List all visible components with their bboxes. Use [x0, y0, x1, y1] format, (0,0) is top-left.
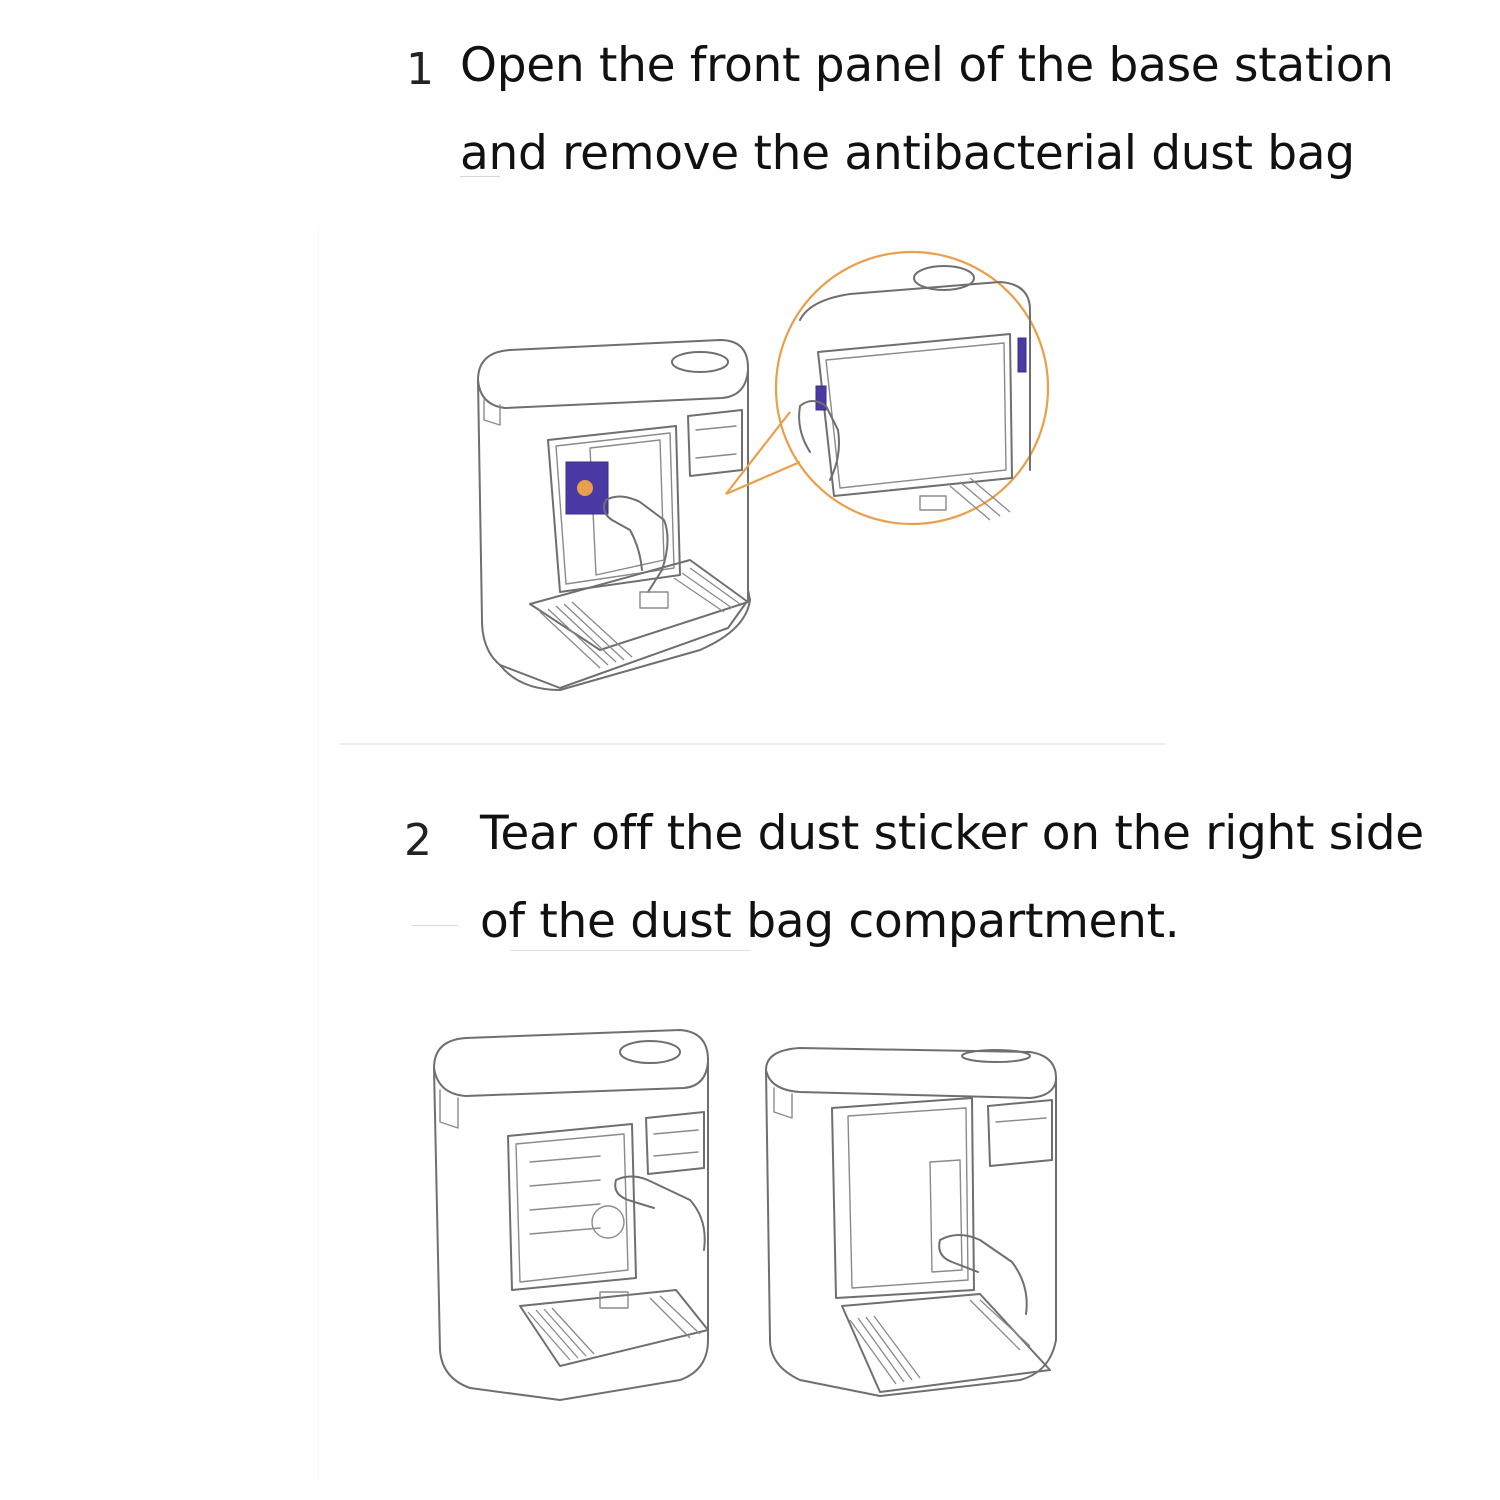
base-station-sticker-removal: [765, 1047, 1057, 1397]
decorative-mark: [412, 925, 458, 926]
section-divider: [340, 743, 1165, 745]
step-2-number: 2: [404, 815, 432, 866]
page-edge-shadow: [318, 230, 319, 1480]
decorative-mark: [460, 176, 500, 177]
base-station-open-panel: [477, 339, 751, 691]
base-station-bag-removed: [433, 1029, 709, 1401]
zoom-callout: [725, 250, 1050, 526]
step-2-instruction: Tear off the dust sticker on the right s…: [480, 790, 1424, 966]
step-1-number: 1: [406, 44, 434, 95]
step-2-line-1: Tear off the dust sticker on the right s…: [480, 806, 1424, 861]
decorative-mark: [510, 950, 750, 951]
step-2-line-2: of the dust bag compartment.: [480, 894, 1180, 949]
step-1-line-2: and remove the antibacterial dust bag: [460, 126, 1355, 181]
step-1-line-1: Open the front panel of the base station: [460, 38, 1394, 93]
step-1-instruction: Open the front panel of the base station…: [460, 22, 1394, 198]
